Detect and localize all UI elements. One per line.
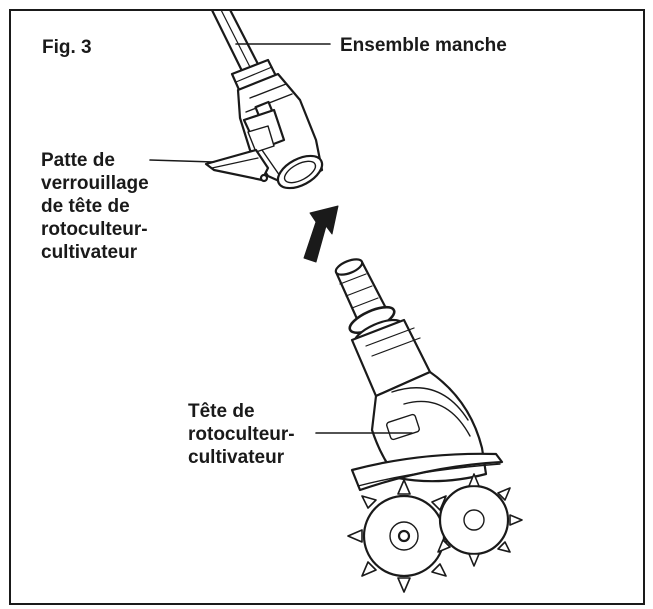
- up-arrow-icon: [303, 205, 339, 263]
- tine-wheel-right: [437, 473, 523, 567]
- tiller-head-label: Tête de rotoculteur- cultivateur: [188, 400, 295, 469]
- lock-tab-label-line: rotoculteur-: [41, 219, 148, 240]
- tiller-head-label-line: cultivateur: [188, 447, 285, 468]
- lock-tab-label-line: de tête de: [41, 196, 130, 217]
- tiller-head: [334, 258, 523, 593]
- leader-lock-tab: [149, 159, 215, 163]
- lock-tab-label: Patte de verrouillage de tête de rotocul…: [41, 149, 149, 264]
- handle-assembly-label: Ensemble manche: [340, 35, 507, 56]
- lock-tab-label-line: verrouillage: [41, 173, 149, 194]
- figure-frame: [9, 9, 645, 605]
- figure-label: Fig. 3: [42, 37, 92, 58]
- handle-assembly: [204, 11, 324, 190]
- leader-lines: [149, 43, 413, 434]
- lock-tab-label-line: Patte de: [41, 150, 115, 171]
- lock-tab-label-line: cultivateur: [41, 242, 138, 263]
- tiller-head-label-line: rotoculteur-: [188, 424, 295, 445]
- tiller-head-label-line: Tête de: [188, 401, 255, 422]
